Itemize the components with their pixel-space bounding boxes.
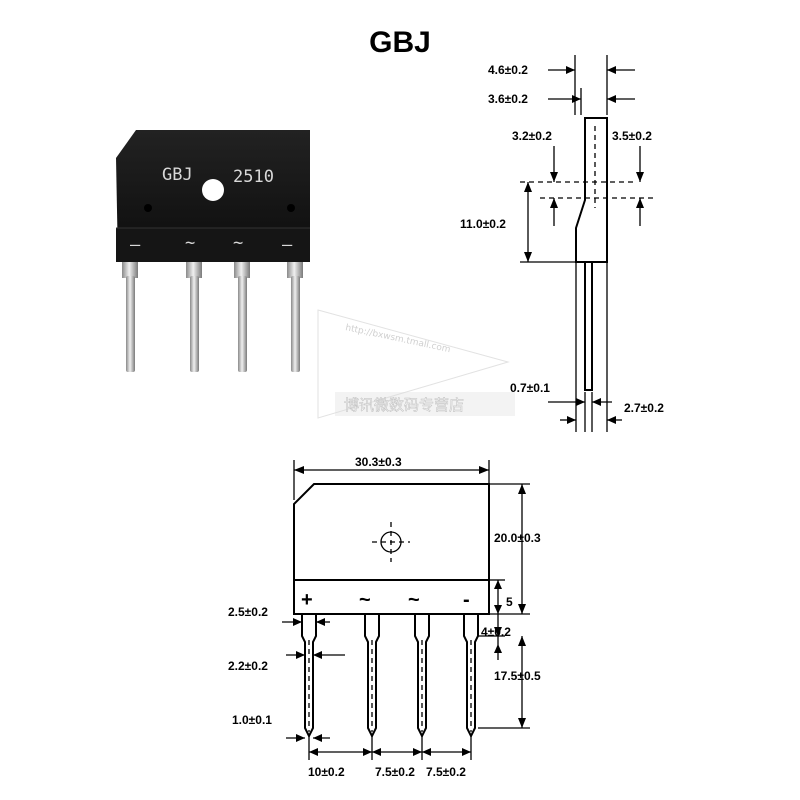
front-dim-30-3: 30.3±0.3 — [355, 455, 402, 469]
front-dim-pitch-7-5-b: 7.5±0.2 — [426, 765, 466, 779]
front-dim-20-0: 20.0±0.3 — [494, 531, 541, 545]
photo-pin-mark-4: — — [282, 235, 293, 255]
side-dim-3-2: 3.2±0.2 — [512, 129, 552, 143]
watermark-store: 博讯微数码专营店 — [344, 396, 464, 414]
photo-legs — [122, 258, 303, 372]
front-pin-ac1: ~ — [359, 589, 371, 611]
component-photo: GBJ 2510 — ~ ~ — — [116, 130, 310, 372]
side-dim-2-7: 2.7±0.2 — [624, 401, 664, 415]
photo-pin-mark-1: — — [130, 235, 141, 255]
side-dim-11-0: 11.0±0.2 — [460, 217, 506, 231]
title: GBJ — [369, 26, 431, 59]
front-leads — [301, 614, 479, 739]
front-dim-2-5: 2.5±0.2 — [228, 605, 268, 619]
photo-brand: GBJ — [162, 165, 193, 185]
front-pin-plus: + — [301, 589, 313, 611]
front-dim-pitch-10: 10±0.2 — [308, 765, 345, 779]
photo-part-number: 2510 — [233, 167, 274, 187]
watermark-url: http://bxwsm.tmall.com — [344, 323, 451, 355]
side-dim-3-5: 3.5±0.2 — [612, 129, 652, 143]
photo-mounting-hole — [202, 179, 224, 201]
front-dim-2-2: 2.2±0.2 — [228, 659, 268, 673]
front-pin-ac2: ~ — [408, 589, 420, 611]
front-dim-1-0: 1.0±0.1 — [232, 713, 272, 727]
side-dim-0-7: 0.7±0.1 — [510, 381, 550, 395]
front-dim-pitch-7-5-a: 7.5±0.2 — [375, 765, 415, 779]
photo-pin-mark-2: ~ — [185, 233, 195, 253]
front-dim-5: 5 — [506, 595, 513, 609]
front-view: + ~ ~ - 30.3±0.3 20.0±0.3 — [228, 455, 541, 779]
front-dim-17-5: 17.5±0.5 — [494, 669, 541, 683]
watermark: http://bxwsm.tmall.com 博讯微数码专营店 — [317, 309, 515, 419]
side-view: 4.6±0.2 3.6±0.2 3.2±0.2 3.5±0.2 11.0±0.2… — [460, 55, 664, 432]
front-pin-minus: - — [463, 589, 470, 611]
photo-pin-mark-3: ~ — [233, 233, 243, 253]
side-dim-4-6: 4.6±0.2 — [488, 63, 528, 77]
front-dim-4: 4±0.2 — [481, 625, 511, 639]
side-dim-3-6: 3.6±0.2 — [488, 92, 528, 106]
